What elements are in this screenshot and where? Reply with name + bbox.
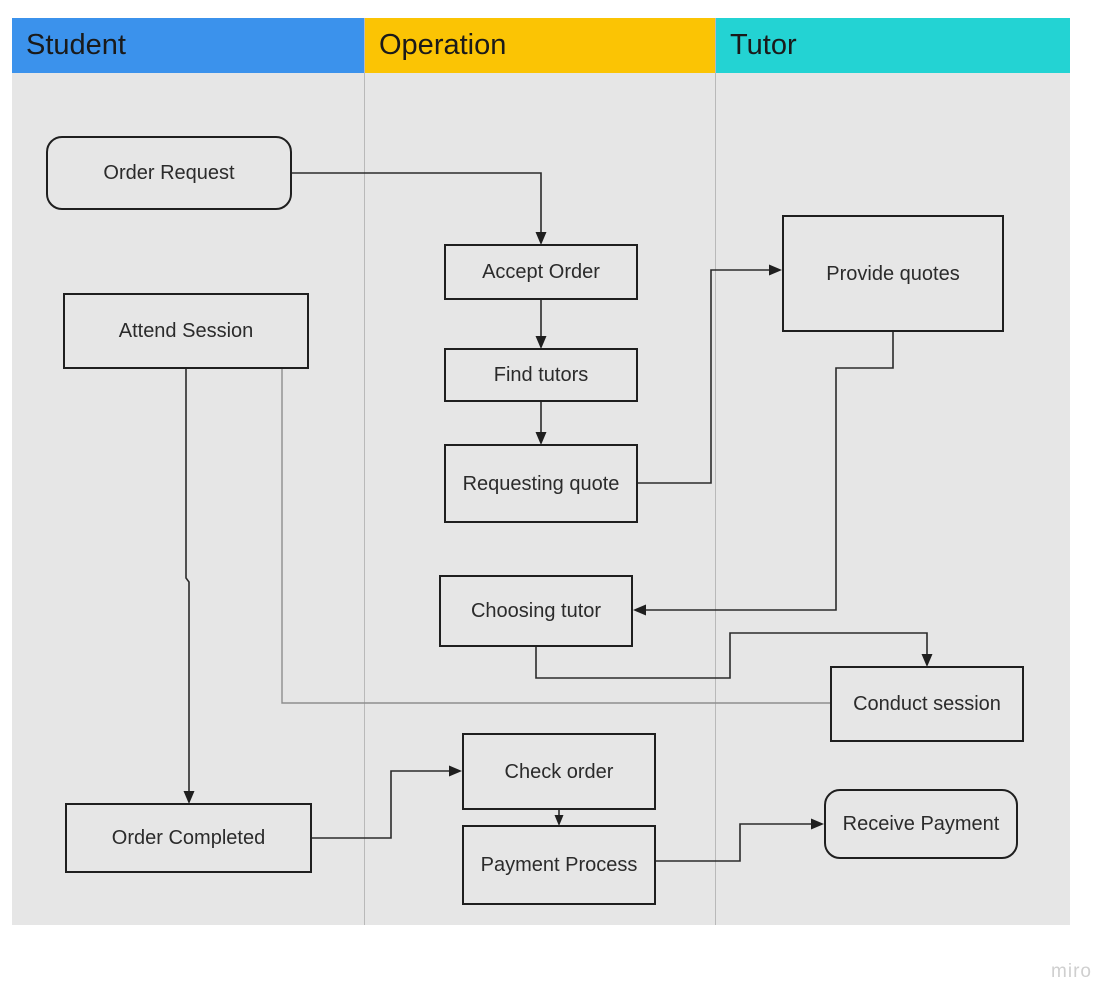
- node-label-order-completed: Order Completed: [111, 827, 266, 849]
- node-accept-order[interactable]: Accept Order: [444, 244, 638, 300]
- node-check-order[interactable]: Check order: [462, 733, 656, 810]
- node-label-find-tutors: Find tutors: [493, 364, 589, 386]
- node-requesting-quote[interactable]: Requesting quote: [444, 444, 638, 523]
- swimlane-label-student: Student: [26, 29, 126, 61]
- node-attend-session[interactable]: Attend Session: [63, 293, 309, 369]
- node-label-receive-payment: Receive Payment: [842, 813, 1000, 835]
- node-label-order-request: Order Request: [103, 162, 235, 184]
- swimlane-header-student[interactable]: Student: [12, 18, 364, 73]
- node-label-check-order: Check order: [504, 760, 614, 783]
- swimlane-header-operation[interactable]: Operation: [365, 18, 715, 73]
- node-label-conduct-session: Conduct session: [853, 693, 1001, 715]
- node-label-requesting-quote: Requesting quote: [462, 472, 620, 495]
- node-label-choosing-tutor: Choosing tutor: [470, 600, 602, 622]
- node-find-tutors[interactable]: Find tutors: [444, 348, 638, 402]
- node-choosing-tutor[interactable]: Choosing tutor: [439, 575, 633, 647]
- swimlane-label-operation: Operation: [379, 29, 507, 61]
- miro-watermark: miro: [1051, 961, 1092, 982]
- node-label-accept-order: Accept Order: [482, 261, 600, 283]
- node-payment-process[interactable]: Payment Process: [462, 825, 656, 905]
- swimlane-label-tutor: Tutor: [730, 29, 797, 61]
- node-label-provide-quotes: Provide quotes: [826, 262, 960, 285]
- node-label-attend-session: Attend Session: [118, 320, 254, 342]
- node-label-payment-process: Payment Process: [480, 854, 638, 876]
- node-conduct-session[interactable]: Conduct session: [830, 666, 1024, 742]
- node-receive-payment[interactable]: Receive Payment: [824, 789, 1018, 859]
- node-order-completed[interactable]: Order Completed: [65, 803, 312, 873]
- swimlane-header-tutor[interactable]: Tutor: [716, 18, 1070, 73]
- node-order-request[interactable]: Order Request: [46, 136, 292, 210]
- node-provide-quotes[interactable]: Provide quotes: [782, 215, 1004, 332]
